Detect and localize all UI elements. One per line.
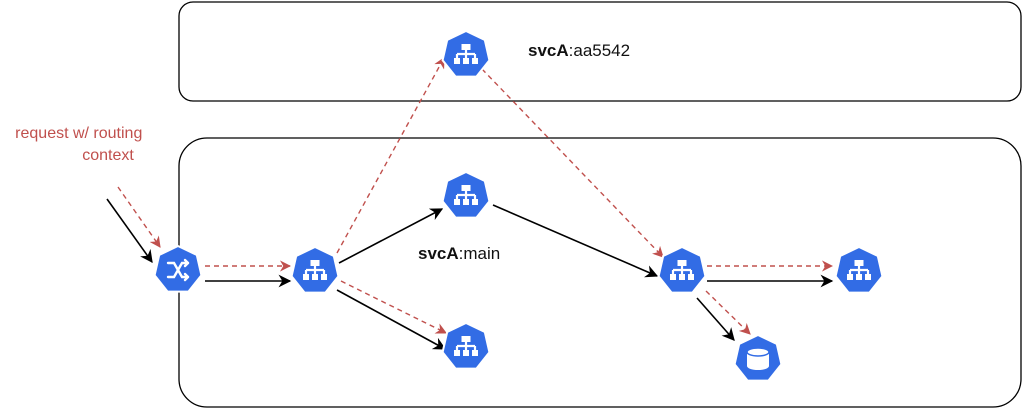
dashed-svc2-to-db — [705, 290, 751, 335]
dashed-ingress — [117, 186, 161, 248]
svc-main-name: svcA — [418, 244, 459, 263]
svc-main-label: svcA:main — [418, 244, 500, 263]
annotation-line-1: request w/ routing — [15, 125, 142, 142]
annotation-text: request w/ routing context — [15, 125, 147, 164]
service-node-main — [441, 171, 491, 219]
dashed-arrows — [117, 57, 834, 335]
solid-arrows — [106, 198, 834, 350]
router-node — [153, 245, 203, 293]
service-node-top — [441, 30, 491, 78]
database-icon — [746, 347, 770, 370]
svc-top-label: svcA:aa5542 — [528, 41, 630, 60]
shuffle-icon — [166, 258, 190, 282]
arrow-svc2-to-db — [696, 297, 735, 341]
service-node-bottom — [441, 322, 491, 370]
svc-main-suffix: :main — [459, 244, 501, 263]
service-node-right — [834, 246, 884, 294]
arrow-svc1-to-bottom — [336, 289, 447, 350]
dashed-svc1-to-bottom — [340, 280, 448, 334]
svc-top-name: svcA — [528, 41, 569, 60]
database-node — [733, 334, 783, 382]
svc-top-suffix: :aa5542 — [569, 41, 630, 60]
dashed-svc1-to-top — [336, 57, 445, 254]
service-node-ingress — [290, 246, 340, 294]
service-node-downstream — [657, 246, 707, 294]
arrow-svc1-to-main — [338, 208, 444, 264]
dashed-top-to-svc2 — [481, 68, 664, 258]
annotation-line-2: context — [82, 147, 134, 164]
arrow-main-to-svc2 — [492, 204, 659, 278]
top-namespace-box — [178, 1, 1022, 102]
arrow-ingress — [106, 198, 153, 264]
